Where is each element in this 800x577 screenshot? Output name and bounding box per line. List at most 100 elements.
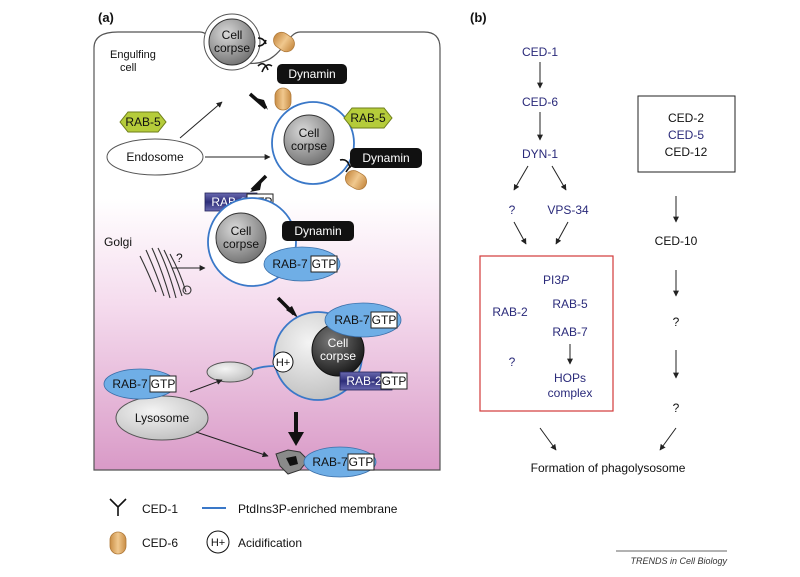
legend-h-plus-icon [206,530,230,554]
legend-ced6-label: CED-6 [142,536,178,550]
b-arrow-right-formation [659,427,677,451]
cell-corpse-2 [283,114,335,166]
dynamin-1 [277,64,347,84]
corpse2-line-1: Cell [299,126,320,140]
b-rab7: RAB-7 [552,325,588,339]
thick-arrow-2 [250,174,268,192]
corpse3-line-2: corpse [223,237,259,251]
b-ced6: CED-6 [522,95,558,109]
corpse2-line-2: corpse [291,139,327,153]
thick-arrow-3 [276,296,296,316]
rab7-p2-label: RAB-7 [272,257,308,271]
degraded-corpse-core [286,456,298,466]
b-question-box: ? [509,355,516,369]
credit: TRENDS in Cell Biology [630,556,727,566]
lysosome-label: Lysosome [135,411,190,425]
b-arrow-box-formation [539,427,557,451]
ced6-2 [274,87,292,111]
arrow-lysosome-down [195,431,269,458]
dynamin-2-label: Dynamin [362,151,409,165]
rab2-p3-label: RAB-2 [346,374,382,388]
gtp-rab2-p3 [380,372,408,390]
b-pi3p-italic: P [561,273,569,287]
endosome [106,138,204,176]
golgi-vesicle [182,285,192,295]
dynamin-3 [282,221,354,241]
rab5-right-label: RAB-5 [350,111,386,125]
cell-corpse-1 [208,18,256,66]
b-arrow-dyn1-q [513,165,529,191]
b-formation: Formation of phagolysosome [531,461,686,475]
corpse1-line-1: Cell [222,28,243,42]
gtp-rab7-lysosome-label: GTP [151,377,176,391]
golgi [139,247,192,299]
rab7-bottom-label: RAB-7 [312,455,348,469]
h-plus-phagosome-label: H+ [276,357,290,369]
h-plus-phagosome [272,351,294,373]
golgi-cisterna-3 [151,247,171,299]
golgi-cisterna-2 [145,249,165,297]
golgi-question: ? [176,251,183,265]
legend-acidification-label: Acidification [238,536,302,550]
engulfing-line-2: cell [120,62,137,74]
gtp-rab7-p3 [370,311,398,329]
golgi-cisterna-1 [139,255,157,293]
b-question-right-2: ? [673,401,680,415]
gtp-rab7-bottom [347,453,375,471]
engulfing-line-1: Engulfing [110,49,156,61]
b-question-right-1: ? [673,315,680,329]
corpse1-line-2: corpse [214,41,250,55]
legend-ced1-label: CED-1 [142,502,178,516]
golgi-label: Golgi [104,235,132,249]
rab7-p3-label: RAB-7 [334,313,370,327]
ced6-1 [273,31,295,53]
b-rab5: RAB-5 [552,297,588,311]
gtp-rab7-p2-label: GTP [312,257,337,271]
legend-ced1-icon [109,498,127,516]
rab5-left-label: RAB-5 [125,115,161,129]
golgi-cisterna-6 [169,253,187,293]
thick-arrow-4-head [288,432,304,446]
b-dyn1: DYN-1 [522,147,558,161]
rab5-right [343,107,393,129]
b-pi3p: PI3P [543,273,569,287]
vesicle-membrane [251,365,275,371]
thick-arrow-1 [248,92,268,110]
b-question-top: ? [509,203,516,217]
gtp-rab2-p3-label: GTP [382,374,407,388]
corpse4-line-1: Cell [328,336,349,350]
rab5-left [119,111,167,133]
b-ced5: CED-5 [668,128,704,142]
arrow-endosome-up [179,101,223,139]
endosome-label: Endosome [126,150,184,164]
dynamin-2 [350,148,422,168]
legend-ced6-icon [109,531,127,555]
legend-h-plus-label: H+ [211,537,225,549]
arrow-lysosome-up [189,379,223,393]
b-ced1: CED-1 [522,45,558,59]
gtp-rab7-p3-label: GTP [372,313,397,327]
legend-ptdins-label: PtdIns3P-enriched membrane [238,502,398,516]
golgi-cisterna-4 [157,247,177,299]
gtp-rab7-p2 [310,255,338,273]
b-arrow-dyn1-vps34 [551,165,567,191]
lysosome-vesicle [206,361,254,383]
corpse3-line-1: Cell [231,224,252,238]
b-ced2-box [637,95,736,173]
b-hops-line-2: complex [548,386,593,400]
dynamin-1-label: Dynamin [288,67,335,81]
ced1-receptor-2 [257,62,273,73]
rab7-lysosome-label: RAB-7 [112,377,148,391]
golgi-cisterna-5 [163,249,183,297]
corpse4-line-2: corpse [320,349,356,363]
b-vps34: VPS-34 [547,203,589,217]
b-ced12: CED-12 [665,145,708,159]
b-arrow-q-box [513,221,527,245]
